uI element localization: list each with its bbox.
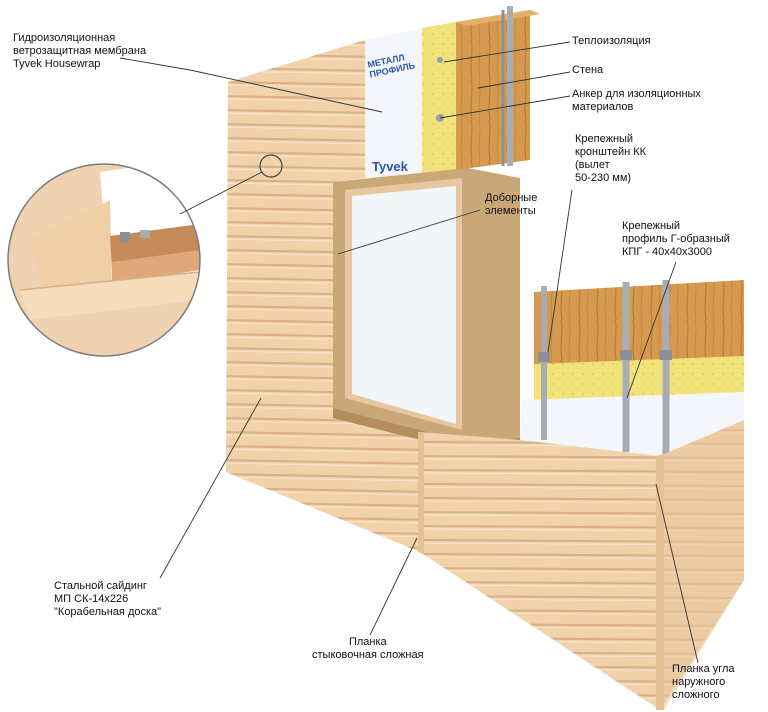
label-anchor: Анкер для изоляционных материалов xyxy=(572,88,701,113)
siding-rib xyxy=(420,707,744,710)
label-insulation: Теплоизоляция xyxy=(572,35,651,47)
leader-detail xyxy=(179,171,263,215)
label-membrane: Гидроизоляционная ветрозащитная мембрана… xyxy=(13,32,147,70)
label-wall: Стена xyxy=(572,64,604,76)
siding-rib xyxy=(420,651,744,655)
anchor-head-2 xyxy=(437,57,443,63)
label-joint-strip: Планка стыковочная сложная xyxy=(312,636,424,661)
bracket-3 xyxy=(660,350,672,360)
window-glass xyxy=(352,186,456,424)
leader-insulation xyxy=(443,41,571,63)
siding-rib-highlight xyxy=(220,561,430,565)
detail-marker xyxy=(259,154,283,178)
label-profile: Крепежный профиль Г-образный КПГ - 40х40… xyxy=(622,220,730,258)
siding-rib xyxy=(226,459,420,465)
wall-top-edge xyxy=(456,10,540,26)
label-bracket: Крепежный кронштейн КК (вылет 50-230 мм) xyxy=(575,133,647,184)
leader-wall xyxy=(477,71,571,89)
leader-anchor xyxy=(439,95,571,119)
siding-rib-highlight xyxy=(226,462,420,468)
leader-membrane xyxy=(119,57,383,113)
label-siding: Стальной сайдинг МП СК-14х226 "Корабельн… xyxy=(54,580,162,618)
siding-rib-highlight xyxy=(226,476,420,482)
bracket-1 xyxy=(538,352,550,362)
leader-corner xyxy=(655,483,699,664)
label-trim: Доборные элементы xyxy=(485,192,538,217)
leader-joint xyxy=(369,537,418,636)
window xyxy=(333,168,520,452)
siding-rib xyxy=(226,543,420,549)
insulation-lower xyxy=(534,356,744,404)
bracket-2 xyxy=(620,350,632,360)
joint-strip xyxy=(418,432,424,554)
leader-bracket xyxy=(547,189,573,353)
siding-rib-highlight xyxy=(226,448,420,454)
detail-inset xyxy=(7,163,201,357)
leader-lines xyxy=(119,41,699,664)
membrane-upper xyxy=(365,28,422,184)
siding-rib-highlight xyxy=(226,434,420,440)
upper-layers xyxy=(365,6,540,184)
leader-trim xyxy=(337,209,481,255)
membrane-lower xyxy=(520,392,744,456)
siding-rib-highlight xyxy=(226,546,420,552)
leader-profile xyxy=(626,261,677,399)
siding-rib xyxy=(226,473,420,479)
siding-rib xyxy=(220,558,430,562)
membrane-tyvek-print: Tyvek xyxy=(372,159,408,174)
right-cutaway xyxy=(520,280,744,456)
corner-strip xyxy=(656,454,664,710)
wall-wood-lower xyxy=(534,280,744,370)
leader-siding xyxy=(159,397,262,579)
siding-rib xyxy=(226,431,420,437)
insulation-upper xyxy=(422,22,456,176)
siding-rib xyxy=(226,445,420,451)
right-side-face xyxy=(664,420,744,710)
label-corner-strip: Планка угла наружного сложного xyxy=(672,663,735,701)
wall-wood-upper xyxy=(456,10,530,170)
